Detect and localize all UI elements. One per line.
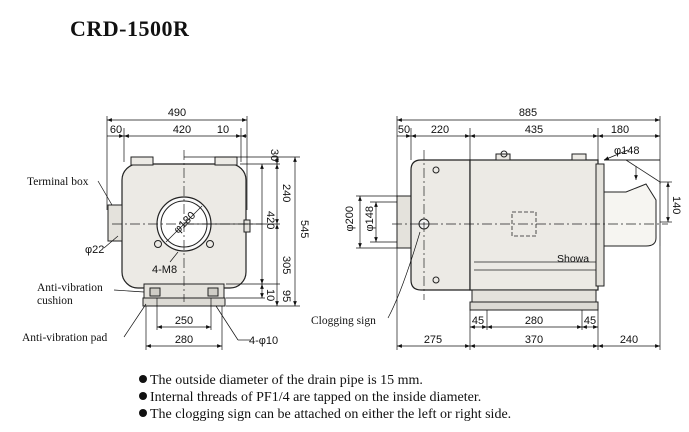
dim-45-left: 45 bbox=[472, 315, 484, 327]
dim-220: 220 bbox=[431, 124, 449, 136]
dim-490: 490 bbox=[168, 107, 186, 119]
dim-420: 420 bbox=[173, 124, 191, 136]
dim-140: 140 bbox=[670, 196, 682, 214]
label-terminal-box: Terminal box bbox=[27, 176, 89, 188]
dim-phi148-top: φ148 bbox=[614, 145, 640, 157]
dim-885: 885 bbox=[519, 107, 537, 119]
dim-435: 435 bbox=[525, 124, 543, 136]
note-text: Internal threads of PF1/4 are tapped on … bbox=[150, 390, 482, 405]
bullet-icon bbox=[139, 409, 147, 417]
dim-180: 180 bbox=[611, 124, 629, 136]
front-view bbox=[107, 150, 262, 307]
dim-240: 240 bbox=[280, 184, 292, 202]
dim-4-m8: 4-M8 bbox=[152, 264, 177, 276]
dim-250: 250 bbox=[175, 315, 193, 327]
dim-phi148-left: φ148 bbox=[364, 206, 376, 232]
note-item: The outside diameter of the drain pipe i… bbox=[139, 372, 511, 389]
dim-10-v: 10 bbox=[264, 289, 276, 301]
brand-logo: Showa bbox=[557, 253, 589, 265]
dim-60: 60 bbox=[110, 124, 122, 136]
front-top-dims bbox=[106, 116, 248, 210]
dim-305: 305 bbox=[280, 256, 292, 274]
side-body bbox=[469, 159, 599, 291]
label-anti-vibration-cushion-2: cushion bbox=[37, 295, 73, 307]
bullet-icon bbox=[139, 375, 147, 383]
front-bottom-dims bbox=[145, 298, 250, 350]
label-clogging-sign: Clogging sign bbox=[311, 315, 376, 327]
dim-545: 545 bbox=[298, 220, 310, 238]
dim-280: 280 bbox=[175, 334, 193, 346]
notes-list: The outside diameter of the drain pipe i… bbox=[139, 372, 511, 423]
dim-bolt-holes: 4-φ10 bbox=[249, 335, 278, 347]
anti-vibration-pad-side bbox=[469, 301, 599, 311]
dim-45-right: 45 bbox=[584, 315, 596, 327]
dim-50: 50 bbox=[398, 124, 410, 136]
note-text: The clogging sign can be attached on eit… bbox=[150, 407, 512, 422]
dim-370: 370 bbox=[525, 334, 543, 346]
note-item: Internal threads of PF1/4 are tapped on … bbox=[139, 389, 511, 406]
side-inlet-pipe bbox=[396, 195, 412, 249]
dim-phi200: φ200 bbox=[344, 206, 356, 232]
dimension-drawing: 490 60 420 10 30 240 420 545 305 10 95 2… bbox=[22, 107, 682, 350]
label-anti-vibration-pad: Anti-vibration pad bbox=[22, 332, 108, 344]
side-left-dims bbox=[356, 195, 397, 249]
dim-240-side: 240 bbox=[620, 334, 638, 346]
dim-phi22: φ22 bbox=[85, 244, 104, 256]
dim-10: 10 bbox=[217, 124, 229, 136]
model-title: CRD-1500R bbox=[70, 16, 190, 41]
bullet-icon bbox=[139, 392, 147, 400]
side-view bbox=[392, 150, 668, 311]
dim-280-side: 280 bbox=[525, 315, 543, 327]
side-bottom-dims bbox=[387, 231, 661, 350]
note-text: The outside diameter of the drain pipe i… bbox=[150, 373, 423, 388]
label-anti-vibration-cushion-1: Anti-vibration bbox=[37, 282, 103, 294]
note-item: The clogging sign can be attached on eit… bbox=[139, 406, 511, 423]
dim-95: 95 bbox=[280, 290, 292, 302]
terminal-box bbox=[107, 204, 123, 242]
dim-420-v: 420 bbox=[264, 211, 276, 229]
front-right-dims bbox=[184, 156, 300, 307]
dim-275: 275 bbox=[424, 334, 442, 346]
dim-30: 30 bbox=[268, 149, 280, 161]
side-top-dims bbox=[396, 116, 672, 223]
